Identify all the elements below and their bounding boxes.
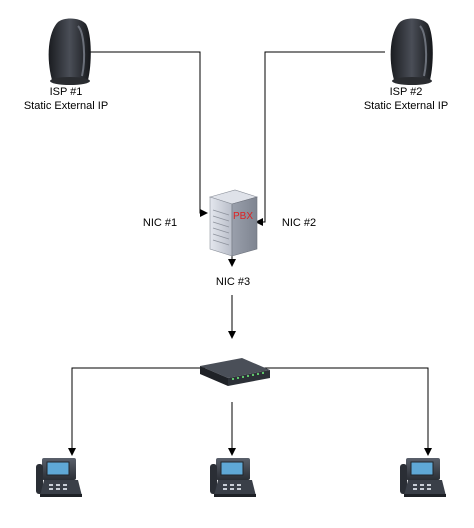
isp2-name: ISP #2: [390, 86, 423, 98]
nic3-label: NIC #3: [216, 276, 250, 288]
isp1-subtitle: Static External IP: [24, 100, 108, 112]
isp2-to-pbx-line: [255, 51, 385, 226]
network-switch-icon: [200, 358, 270, 386]
ip-phone-icon: [400, 458, 446, 497]
nic1-label: NIC #1: [143, 217, 177, 229]
nic2-label: NIC #2: [282, 217, 316, 229]
ip-phone-icon: [36, 458, 82, 497]
pbx-label: PBX: [233, 211, 253, 222]
pbx-server-icon: PBX: [208, 189, 259, 257]
isp2-subtitle: Static External IP: [364, 100, 448, 112]
isp1-to-pbx-line: [90, 51, 208, 217]
ip-phone-icon: [210, 458, 256, 497]
modem-icon: [390, 18, 433, 85]
modem-icon: [48, 18, 91, 85]
switch-to-phone-right-line: [262, 367, 432, 456]
connectors: [68, 51, 432, 456]
switch-to-phone-left-line: [68, 367, 205, 456]
isp1-name: ISP #1: [50, 86, 83, 98]
